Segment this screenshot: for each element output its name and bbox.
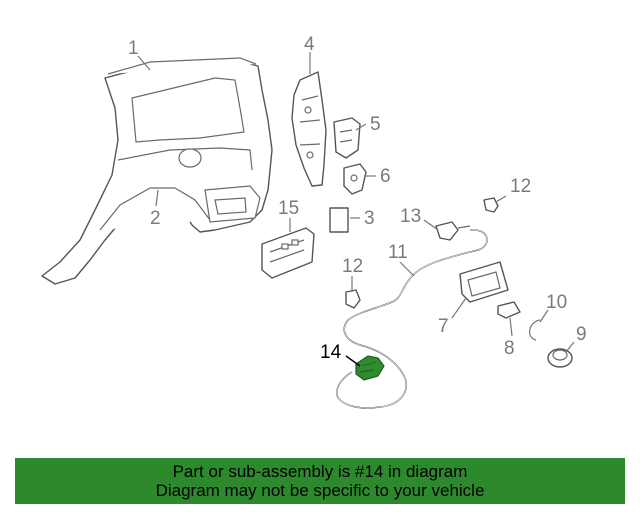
hinge-part-8	[497, 301, 521, 319]
callout-9: 9	[576, 324, 587, 345]
callout-1: 1	[128, 38, 139, 59]
leader-9	[565, 341, 575, 353]
leader-1	[137, 55, 151, 71]
parts-diagram: 1 2 3 4 5 6 7 8 9 10 11 12 12 13 14 15	[41, 34, 587, 409]
leader-10	[539, 309, 549, 323]
callout-8: 8	[504, 338, 515, 359]
leader-14	[345, 355, 361, 367]
highlighted-part-14	[355, 355, 385, 381]
leader-11	[399, 261, 415, 277]
bracket-part-4	[291, 71, 327, 187]
leader-13	[423, 219, 439, 231]
banner-line-2: Diagram may not be specific to your vehi…	[155, 481, 485, 500]
callout-15: 15	[278, 198, 299, 219]
quarter-panel-part	[41, 57, 273, 285]
callout-14: 14	[320, 342, 342, 363]
callout-6: 6	[380, 166, 391, 187]
grommet-part-9	[547, 348, 573, 368]
callout-11: 11	[388, 242, 408, 263]
leader-2	[155, 189, 159, 207]
fuel-door-part-7	[459, 261, 509, 303]
connector-part-13	[435, 221, 471, 241]
clip-part-12-a	[483, 197, 499, 213]
callout-4: 4	[304, 34, 315, 55]
pad-part-3	[329, 207, 349, 233]
leader-5	[355, 123, 367, 131]
callout-2: 2	[150, 208, 161, 229]
clip-part-12-b	[345, 289, 361, 309]
trim-part-15	[261, 227, 315, 279]
callout-13: 13	[400, 206, 421, 227]
ring-part-10	[529, 319, 541, 341]
leader-8	[509, 317, 513, 337]
callout-12b: 12	[342, 256, 363, 277]
callout-12a: 12	[510, 176, 531, 197]
banner-line-1: Part or sub-assembly is #14 in diagram	[172, 462, 468, 481]
callout-3: 3	[364, 208, 375, 229]
bracket-part-5	[333, 117, 361, 159]
release-cable-part-11	[336, 229, 488, 409]
bracket-part-6	[343, 163, 367, 195]
info-banner: Part or sub-assembly is #14 in diagram D…	[15, 458, 625, 504]
leader-12a	[495, 195, 507, 203]
callout-5: 5	[370, 114, 381, 135]
callout-10: 10	[546, 292, 567, 313]
leader-7	[451, 297, 467, 319]
callout-7: 7	[438, 316, 449, 337]
